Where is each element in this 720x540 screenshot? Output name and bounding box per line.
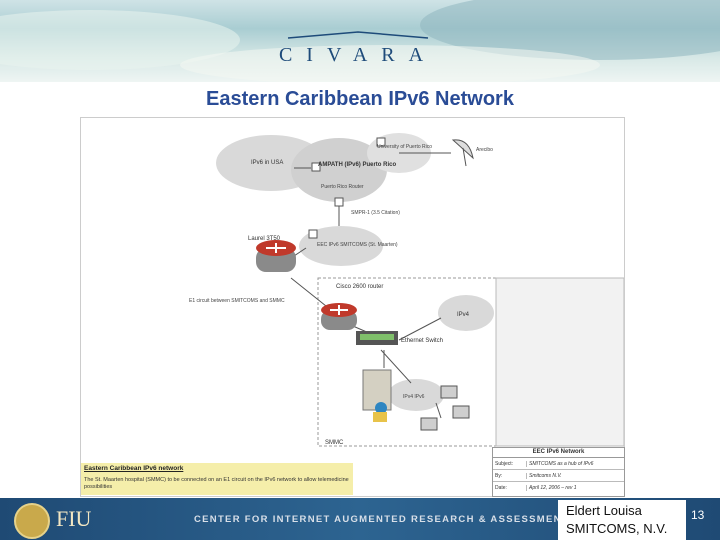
author-name: Eldert Louisa xyxy=(566,503,642,518)
server-icon xyxy=(362,369,392,422)
router-laurel-icon xyxy=(256,240,296,272)
side-region xyxy=(495,277,625,447)
table-key: Subject: xyxy=(495,461,514,467)
note-title: Eastern Caribbean IPv6 network xyxy=(84,465,184,472)
page-number: 13 xyxy=(691,508,705,522)
label-arecibo: Arecibo xyxy=(476,147,493,153)
table-row: Date: April 12, 2006 – rev 1 xyxy=(493,484,624,493)
university-seal-icon xyxy=(14,503,50,539)
table-row: By: Smitcoms N.V. xyxy=(493,472,624,482)
footer-bar: FIU CENTER FOR INTERNET AUGMENTED RESEAR… xyxy=(0,498,720,540)
civara-logo-mark xyxy=(287,31,429,39)
ethernet-switch-icon xyxy=(356,331,398,345)
label-laurel: Laurel 3T50 xyxy=(248,236,281,242)
table-key: By: xyxy=(495,473,503,479)
modem-icon xyxy=(376,137,386,147)
page-title: Eastern Caribbean IPv6 Network xyxy=(206,88,514,110)
label-ampath: AMPATH (IPv6) Puerto Rico xyxy=(318,162,396,168)
label-university: University of Puerto Rico xyxy=(377,144,432,150)
diagram-note: Eastern Caribbean IPv6 network The St. M… xyxy=(81,463,353,495)
label-ipv4: IPv4 xyxy=(457,312,470,318)
label-usa: IPv6 in USA xyxy=(251,160,283,166)
author-box: Eldert Louisa SMITCOMS, N.V. xyxy=(558,500,686,540)
info-table-title: EEC IPv6 Network xyxy=(493,448,624,458)
header-banner: CIVARA xyxy=(0,0,720,82)
pc-icon xyxy=(440,385,458,399)
label-ampath-sub: Puerto Rico Router xyxy=(321,184,364,190)
satellite-dish-icon xyxy=(451,139,474,167)
fiu-logo: FIU xyxy=(56,506,92,531)
label-ipv6-clients: IPv4 IPv6 xyxy=(403,394,425,400)
links xyxy=(290,152,451,419)
label-eec: EEC IPv6 SMITCOMS (St. Maarten) xyxy=(317,242,398,248)
cloud-ipv6-clients xyxy=(388,379,444,411)
header-wave xyxy=(180,45,600,82)
logo-text: CIVARA xyxy=(278,44,438,66)
table-value: SMITCOMS as a hub of IPv6 xyxy=(526,461,625,467)
table-key: Date: xyxy=(495,485,507,491)
author-org: SMITCOMS, N.V. xyxy=(566,521,668,536)
diagram-canvas: IPv6 in USA AMPATH (IPv6) Puerto Rico Un… xyxy=(189,133,625,447)
table-value: Smitcoms N.V. xyxy=(526,473,625,479)
table-value: April 12, 2006 – rev 1 xyxy=(526,485,625,491)
table-row: Subject: SMITCOMS as a hub of IPv6 xyxy=(493,460,624,470)
modem-icon xyxy=(311,162,321,172)
label-cisco: Cisco 2600 router xyxy=(336,284,383,290)
info-table: EEC IPv6 Network Subject: SMITCOMS as a … xyxy=(492,447,625,497)
network-diagram: IPv6 in USA AMPATH (IPv6) Puerto Rico Un… xyxy=(80,117,625,497)
civara-logo: CIVARA xyxy=(268,30,448,70)
footer-center-text: CENTER FOR INTERNET AUGMENTED RESEARCH &… xyxy=(194,514,569,525)
label-smmc: SMMC xyxy=(325,440,344,446)
label-e1: E1 circuit between SMITCOMS and SMMC xyxy=(189,298,285,304)
client-pcs xyxy=(420,385,470,431)
note-text: The St. Maarten hospital (SMMC) to be co… xyxy=(84,477,349,490)
label-switch: Ethernet Switch xyxy=(401,338,443,344)
cloud-eec xyxy=(299,226,383,266)
label-smpr: SMPR-1 (3.5 Citation) xyxy=(351,210,400,216)
modem-icon xyxy=(308,229,318,239)
router-cisco-icon xyxy=(321,303,357,330)
cloud-ampath xyxy=(291,138,387,202)
modem-icon xyxy=(334,197,344,207)
pc-icon xyxy=(420,417,438,431)
pc-icon xyxy=(452,405,470,419)
cloud-ipv4 xyxy=(438,295,494,331)
